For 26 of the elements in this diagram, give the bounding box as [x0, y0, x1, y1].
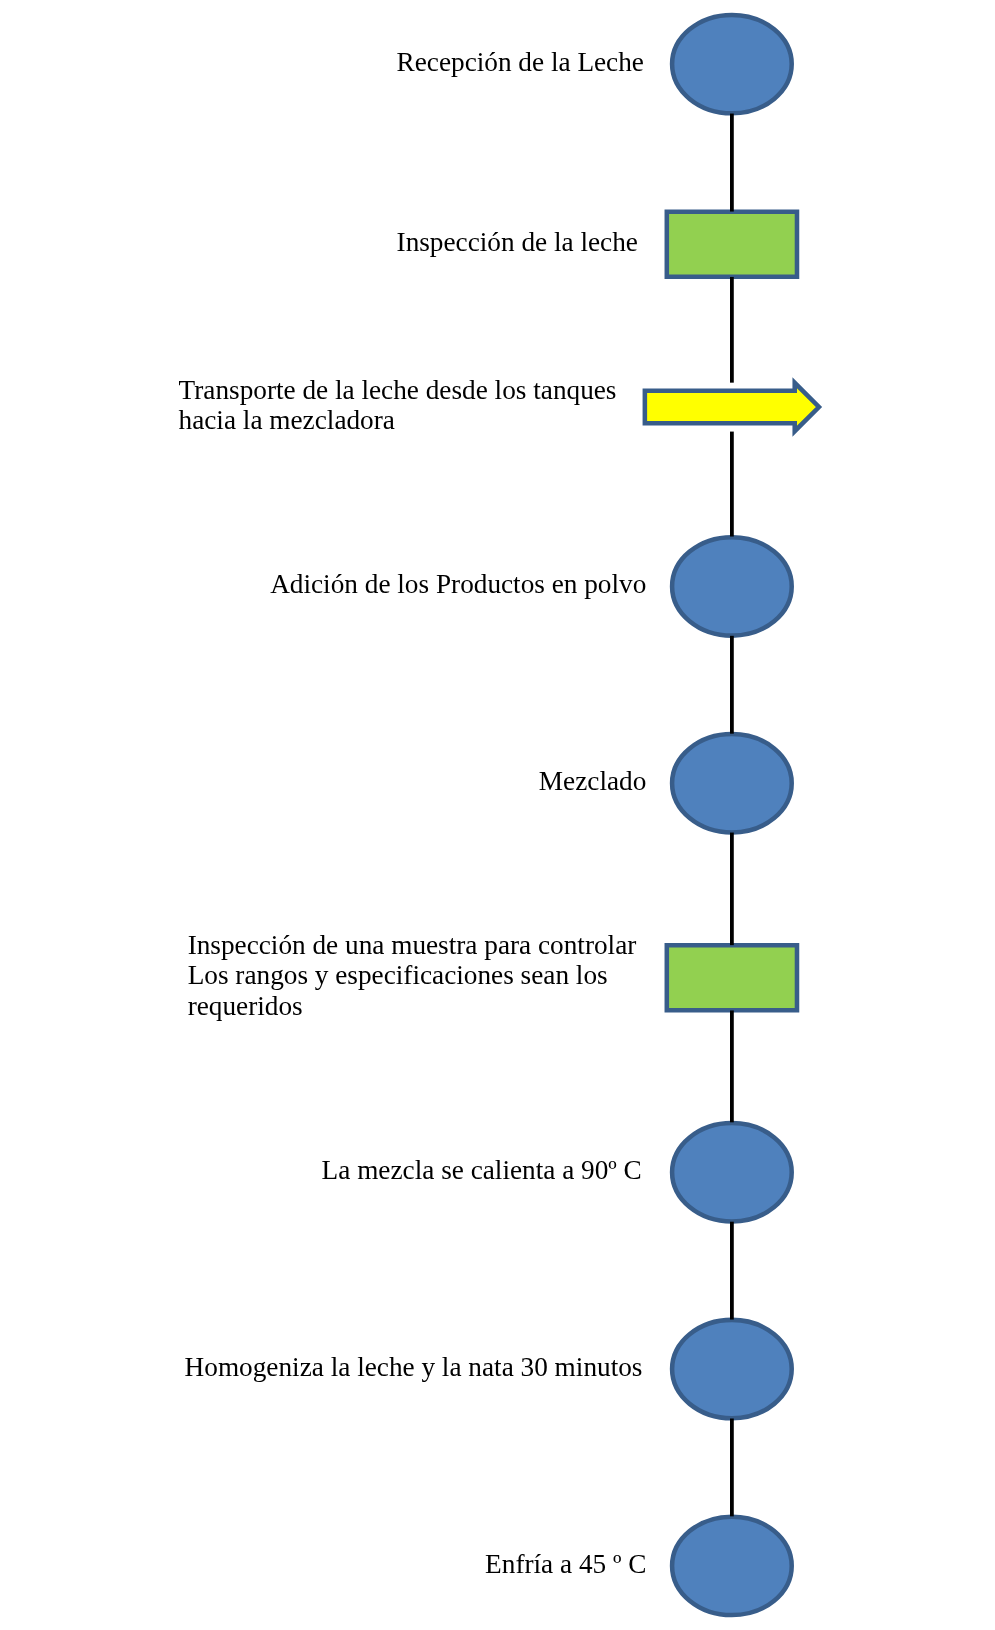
node-label: Mezclado: [538, 765, 646, 796]
connector: [729, 113, 734, 212]
connector: [729, 635, 734, 734]
node-arrow: [642, 377, 822, 437]
node-box: [664, 942, 799, 1013]
node-label: Adición de los Productos en polvo: [269, 569, 646, 600]
connector: [729, 1010, 734, 1123]
node-circle: [669, 12, 794, 116]
node-circle: [669, 731, 794, 835]
node-box: [664, 209, 799, 280]
node-label: Recepción de la Leche: [396, 46, 644, 77]
node-circle: [669, 534, 794, 638]
connector: [729, 1221, 734, 1320]
node-circle: [669, 1317, 794, 1421]
node-label: La mezcla se calienta a 90º C: [321, 1154, 642, 1185]
node-label: Homogeniza la leche y la nata 30 minutos: [184, 1351, 642, 1382]
node-label: Transporte de la leche desde los tanques hacia la mezcladora: [178, 374, 616, 435]
node-circle: [669, 1120, 794, 1224]
node-label: Enfría a 45 º C: [484, 1548, 646, 1579]
node-label: Inspección de una muestra para controlar Los rangos y especificaciones sean los requeridos: [187, 930, 636, 1021]
connector: [729, 431, 734, 537]
node-circle: [669, 1514, 794, 1618]
connector: [729, 1418, 734, 1517]
connector: [729, 832, 734, 946]
node-label: Inspección de la leche: [396, 226, 638, 257]
connector: [729, 276, 734, 383]
